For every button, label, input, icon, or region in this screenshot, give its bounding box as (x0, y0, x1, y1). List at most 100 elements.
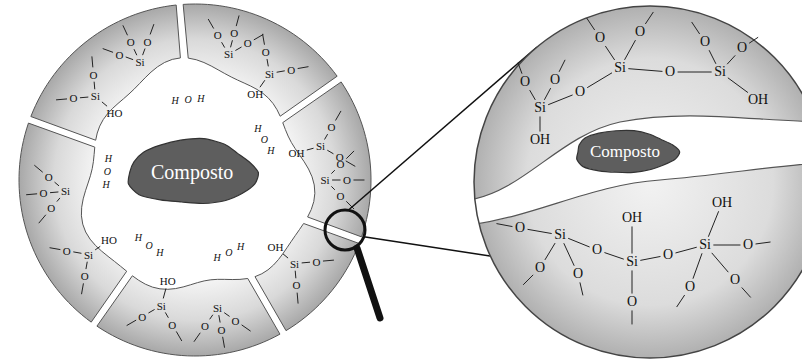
atom-label: O (730, 273, 740, 287)
bond-line (126, 57, 133, 60)
atom-label: O (47, 203, 55, 214)
atom-label: Si (699, 238, 711, 252)
atom-label: O (627, 295, 637, 309)
compound-label: Composto (151, 161, 233, 184)
bond-line (530, 90, 536, 100)
bond-line (544, 88, 550, 100)
atom-label: O (573, 267, 583, 281)
atom-label: O (663, 248, 673, 262)
bond-line (102, 102, 107, 106)
atom-label: O (138, 311, 146, 322)
atom-label: O (313, 256, 321, 267)
bond-line (143, 49, 145, 56)
bond-line (235, 47, 241, 51)
bond-line (134, 49, 137, 55)
bond-line (176, 331, 182, 341)
bond-line (82, 283, 84, 294)
atom-label: Si (61, 186, 70, 197)
atom-label: O (184, 95, 191, 105)
atom-label: O (244, 38, 252, 49)
atom-label: O (232, 315, 240, 326)
bond-line (325, 134, 328, 139)
atom-label: O (293, 280, 301, 291)
bond-line (263, 34, 265, 45)
bond-line (628, 69, 662, 72)
bond-line (336, 111, 342, 121)
bond-line (307, 148, 314, 150)
bond-line (645, 12, 653, 24)
atom-label: H (103, 180, 110, 190)
bond-line (94, 82, 96, 90)
bond-line (640, 256, 660, 260)
atom-label: H (267, 146, 274, 156)
atom-label: Si (213, 303, 222, 314)
atom-label: HO (160, 276, 176, 287)
atom-label: O (261, 135, 268, 145)
bond-line (545, 243, 555, 260)
atom-label: H (156, 248, 163, 258)
silica-slab (460, 162, 802, 360)
bond-line (80, 97, 88, 99)
atom-label: O (201, 321, 209, 332)
atom-label: O (127, 37, 135, 48)
bond-line (283, 254, 288, 258)
bond-line (728, 78, 748, 93)
bond-line (604, 253, 623, 260)
atom-label: O (592, 243, 602, 257)
bond-line (727, 55, 735, 64)
bond-line (675, 247, 696, 253)
bond-line (678, 72, 712, 73)
atom-label: O (515, 221, 525, 235)
atom-label: Si (290, 258, 299, 269)
bond-line (302, 262, 310, 264)
compound-outline (577, 130, 680, 172)
bond-line (34, 165, 42, 172)
atom-label: HO (107, 107, 123, 118)
atom-label: O (535, 261, 545, 275)
atom-label: HO (101, 235, 117, 246)
bond-line (559, 60, 565, 72)
bond-line (625, 40, 636, 60)
bond-line (210, 315, 213, 320)
bond-line (223, 337, 225, 348)
atom-label: O (90, 69, 98, 80)
atom-label: O (665, 65, 675, 79)
bond-line (632, 270, 633, 293)
atom-label: O (575, 85, 585, 99)
bond-line (165, 312, 168, 317)
atom-label: Si (135, 57, 144, 68)
bond-line (50, 191, 58, 193)
atom-label: O (168, 319, 176, 330)
atom-label: O (595, 31, 605, 45)
atom-label: Si (157, 300, 166, 311)
bond-line (327, 150, 333, 154)
atom-label: O (337, 190, 345, 201)
bond-line (677, 295, 685, 307)
bond-line (127, 320, 137, 326)
compound-blob: Composto (125, 139, 259, 206)
bond-line (91, 56, 93, 67)
atom-label: O (225, 248, 232, 258)
bond-line (708, 211, 718, 236)
atom-label: H (254, 124, 261, 134)
atom-label: O (145, 241, 152, 251)
bond-line (580, 282, 583, 295)
zoom-guide-line (364, 237, 490, 256)
bond-line (208, 19, 214, 29)
bond-line (346, 161, 356, 167)
bond-line (605, 46, 614, 60)
bond-line (50, 248, 61, 250)
bond-line (222, 42, 225, 47)
atom-label: O (63, 245, 71, 256)
bond-line (331, 186, 334, 189)
bond-line (231, 40, 233, 47)
bond-line (709, 50, 716, 64)
atom-label: O (685, 280, 695, 294)
bond-line (260, 80, 265, 87)
atom-label: OH (247, 88, 263, 99)
bond-line (150, 24, 154, 34)
atom-label: Si (316, 141, 325, 152)
silica-fragment (19, 123, 127, 322)
